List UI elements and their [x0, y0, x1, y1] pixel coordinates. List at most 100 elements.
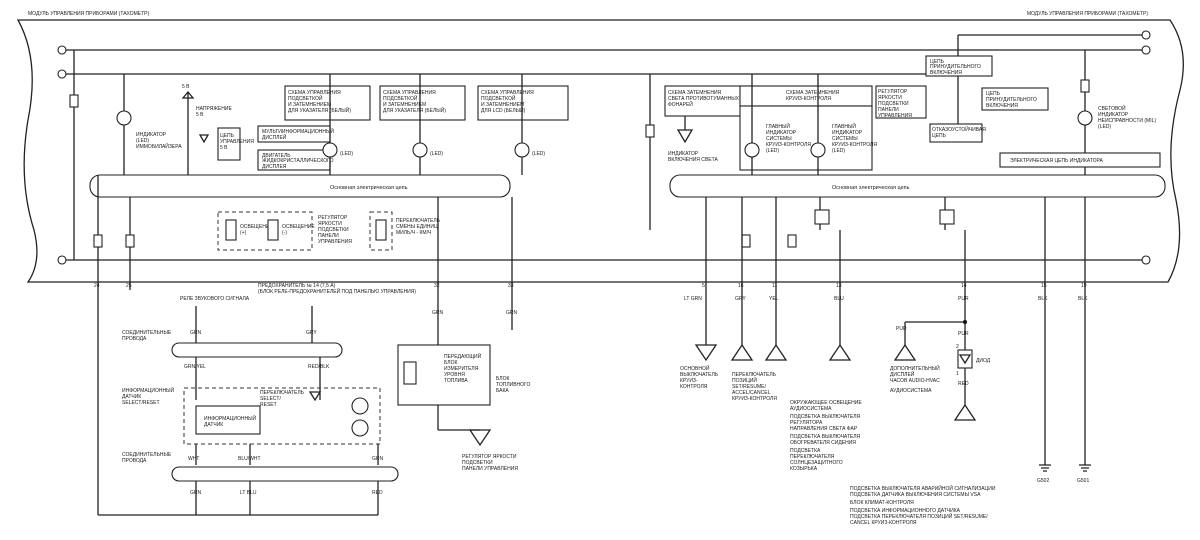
- ll-7: ПОДСВЕТКА: [790, 448, 821, 454]
- joint-connector-1: [171, 342, 343, 358]
- conn2-1: СОЕДИНИТЕЛЬНЫЕ: [122, 452, 172, 458]
- cruise2-5: (LED): [832, 148, 845, 154]
- ground-g502-icon: [1039, 464, 1051, 472]
- forced2-2: ПРИНУДИТЕЛЬНОГО: [986, 97, 1037, 103]
- dim-box-3: [477, 85, 569, 121]
- dim2-l3: И ЗАТЕМНЕНИЕМ: [383, 102, 426, 108]
- wire-wht-label: WHT: [188, 456, 199, 462]
- units-3: МИЛЬ/Ч - КМ/Ч: [396, 230, 431, 236]
- cruise2-3: СИСТЕМЫ: [832, 136, 858, 142]
- forced1-2: ПРИНУДИТЕЛЬНОГО: [930, 64, 981, 70]
- led2: [412, 142, 428, 158]
- cruise-dim-2: КРУИЗ-КОНТРОЛЯ: [786, 96, 831, 102]
- cruise2-2: ИНДИКАТОР: [832, 130, 863, 136]
- wire-pur-3: PUR: [958, 331, 969, 337]
- led-small: [198, 134, 210, 144]
- ll-9: СОЛНЦЕЗАЩИТНОГО: [790, 460, 843, 466]
- fog-1: СХЕМА ЗАТЕМНЕНИЯ: [668, 90, 722, 96]
- terminal-ml: [57, 69, 67, 79]
- ll-4: НАПРАВЛЕНИЯ СВЕТА ФАР: [790, 426, 858, 432]
- pin-24: 24: [94, 283, 100, 289]
- vref-symbol: [181, 90, 195, 99]
- cruise-pos-4: ACCEL/CANCEL: [732, 390, 771, 396]
- wire-gry-2: GRY: [306, 330, 317, 336]
- forced1-3: ВКЛЮЧЕНИЯ: [930, 70, 962, 76]
- mil-3: НЕИСПРАВНОСТИ (MIL): [1098, 118, 1156, 124]
- mil-4: (LED): [1098, 124, 1111, 130]
- dim3-l2: ПОДСВЕТКОЙ: [481, 94, 516, 102]
- horn-relay: РЕЛЕ ЗВУКОВОГО СИГНАЛА: [180, 296, 250, 302]
- pin-19: 19: [1081, 283, 1087, 289]
- tank-1: БЛОК: [496, 376, 509, 382]
- bottom-reg-sym: [468, 429, 492, 447]
- select-3: RESET: [260, 402, 277, 408]
- brightness-4: ПАНЕЛИ: [318, 233, 339, 239]
- forced2-1: ЦЕПЬ: [986, 91, 1001, 97]
- mil-2: ИНДИКАТОР: [1098, 112, 1129, 118]
- panel-reg-5: УПРАВЛЕНИЯ: [878, 113, 912, 119]
- immo-label-3: ИММОБИЛАЙЗЕРА: [136, 142, 182, 150]
- control-circuit-box: [217, 127, 241, 161]
- mil-led: [1077, 110, 1093, 126]
- diode-load-sym: [953, 403, 977, 421]
- terminal-tr: [1141, 45, 1151, 55]
- ground-g502: G502: [1037, 478, 1049, 484]
- panel-reg-box: [875, 85, 927, 119]
- led1-label: (LED): [340, 151, 353, 157]
- brightness-3: ПОДСВЕТКИ: [318, 227, 349, 233]
- dim2-l1: СХЕМА УПРАВЛЕНИЯ: [383, 90, 436, 96]
- led-pair-2: [351, 419, 369, 437]
- conn1-2: ПРОВОДА: [122, 336, 147, 342]
- dim1-l1: СХЕМА УПРАВЛЕНИЯ: [288, 90, 341, 96]
- lighting-sym: [764, 343, 788, 361]
- terminal-tr2: [1141, 30, 1151, 40]
- ll-3: РЕГУЛЯТОРА: [790, 420, 823, 426]
- resistor-3: [125, 234, 135, 248]
- immo-label-1: ИНДИКАТОР: [136, 132, 167, 138]
- immo-label-2: (LED): [136, 138, 149, 144]
- tank-2: ТОПЛИВНОГО: [496, 382, 530, 388]
- resistor-r3: [787, 234, 797, 248]
- wire-grn-5: GRN: [506, 310, 518, 316]
- wire-red-label: RED: [372, 490, 383, 496]
- lighting-dash-box: [217, 211, 313, 251]
- cruise1-4: КРУИЗ-КОНТРОЛЯ: [766, 142, 811, 148]
- pur-node: [963, 320, 967, 324]
- lighting-minus-switch: [267, 219, 279, 241]
- wire-grn-4: GRN: [190, 490, 202, 496]
- led3-label: (LED): [532, 151, 545, 157]
- fail-1: ОТКАЗОУСТОЙЧИВАЯ: [932, 125, 986, 133]
- pin-15: 15: [1041, 283, 1047, 289]
- resistor-r1: [645, 124, 655, 138]
- forced-on-box-1: [925, 55, 993, 77]
- pin-14: 14: [961, 283, 967, 289]
- extra-1: ДОПОЛНИТЕЛЬНЫЙ: [890, 364, 940, 372]
- lighton-2: ВКЛЮЧЕНИЯ СВЕТА: [668, 157, 718, 163]
- led-pair-1: [351, 397, 369, 415]
- extra-display-sym: [893, 343, 917, 361]
- wire-red-blk: RED/BLK: [308, 364, 330, 370]
- immo-led: [116, 110, 132, 126]
- cruise-main-3: КРУИЗ-: [680, 378, 698, 384]
- voltage-1: НАПРЯЖЕНИЕ: [196, 106, 232, 112]
- cruise-led-box: [739, 105, 873, 171]
- lighting-a2: (+): [240, 230, 247, 236]
- cruise-main-2: ВЫКЛЮЧАТЕЛЬ: [680, 372, 719, 378]
- pin-11: 11: [772, 283, 777, 289]
- header-left-title: МОДУЛЬ УПРАВЛЕНИЯ ПРИБОРАМИ (ТАХОМЕТР): [28, 11, 150, 17]
- wire-gry: GRY: [735, 296, 746, 302]
- breg-1: РЕГУЛЯТОР ЯРКОСТИ: [462, 454, 517, 460]
- panel-reg-3: ПОДСВЕТКИ: [878, 101, 909, 107]
- dim2-l2: ПОДСВЕТКОЙ: [383, 94, 418, 102]
- cruise-main-1: ОСНОВНОЙ: [680, 364, 710, 372]
- cruise-main-sw-sym: [694, 344, 718, 362]
- led3: [514, 142, 530, 158]
- bl-0: ПОДСВЕТКА ВЫКЛЮЧАТЕЛЯ АВАРИЙНОЙ СИГНАЛИЗ…: [850, 484, 996, 492]
- brightness-5: УПРАВЛЕНИЯ: [318, 239, 352, 245]
- main-circuit-left-label: Основная электрическая цепь: [330, 185, 408, 191]
- bl-5: CANCEL КРУИЗ-КОНТРОЛЯ: [850, 520, 917, 526]
- wire-yel: YEL: [769, 296, 779, 302]
- light-on-ind-sym: [676, 129, 694, 144]
- lcd-driver-1: ДВИГАТЕЛЬ: [262, 153, 291, 159]
